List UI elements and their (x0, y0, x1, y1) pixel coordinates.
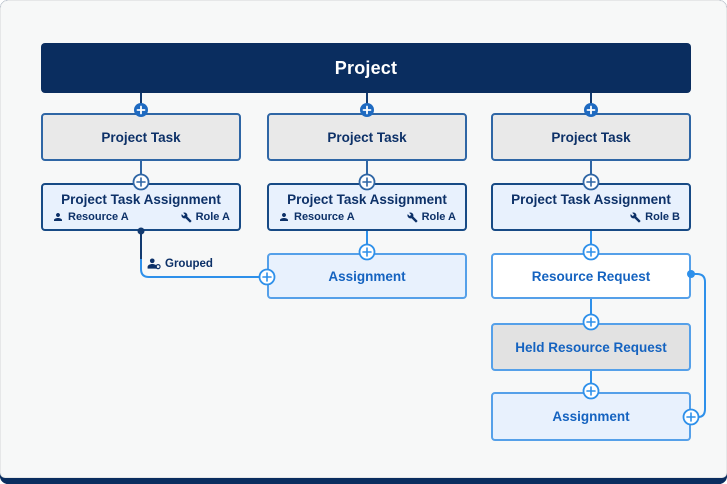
project-root-label: Project (334, 57, 398, 78)
held-resource-request-label: Held Resource Request (515, 339, 667, 355)
held-resource-request-box: Held Resource Request (491, 323, 691, 371)
role-chip: Role A (407, 211, 456, 223)
role-chip: Role A (181, 211, 230, 223)
project-task-label: Project Task (101, 129, 181, 145)
project-task-assignment-box-3: Project Task Assignment Role B (491, 183, 691, 231)
resource-request-label: Resource Request (531, 268, 651, 284)
wrench-icon (181, 212, 192, 223)
assignment-box-bottom: Assignment (491, 392, 691, 441)
resource-label: Resource A (68, 211, 129, 223)
assignment-title: Project Task Assignment (511, 192, 671, 207)
role-chip: Role B (630, 211, 680, 223)
resource-request-box: Resource Request (491, 253, 691, 299)
assignment-title: Project Task Assignment (287, 192, 447, 207)
resource-chip: Resource A (52, 211, 129, 223)
project-task-assignment-box-2: Project Task Assignment Resource A Role … (267, 183, 467, 231)
person-icon (54, 213, 62, 221)
assignment-detail-row: Resource A Role A (52, 211, 230, 223)
assignment-title: Project Task Assignment (61, 192, 221, 207)
role-label: Role B (645, 211, 680, 223)
project-task-box-2: Project Task (267, 113, 467, 161)
assignment-box-middle: Assignment (267, 253, 467, 299)
project-task-label: Project Task (327, 129, 407, 145)
wrench-icon (630, 212, 641, 223)
loop-connector-line (691, 273, 706, 418)
project-task-box-1: Project Task (41, 113, 241, 161)
project-task-label: Project Task (551, 129, 631, 145)
assignment-detail-row: Resource A Role A (278, 211, 456, 223)
role-label: Role A (421, 211, 456, 223)
resource-label: Resource A (294, 211, 355, 223)
resource-chip: Resource A (278, 211, 355, 223)
project-task-box-3: Project Task (491, 113, 691, 161)
grouped-label: Grouped (147, 258, 213, 270)
assignment-label: Assignment (328, 268, 406, 284)
project-root-box: Project (41, 43, 691, 93)
role-label: Role A (195, 211, 230, 223)
wrench-icon (407, 212, 418, 223)
project-task-assignment-box-1: Project Task Assignment Resource A Role … (41, 183, 241, 231)
person-icon (280, 213, 288, 221)
grouped-text: Grouped (165, 258, 213, 270)
assignment-label: Assignment (552, 409, 630, 424)
assignment-detail-row: Role B (502, 211, 680, 223)
grouped-people-icon (147, 258, 161, 270)
